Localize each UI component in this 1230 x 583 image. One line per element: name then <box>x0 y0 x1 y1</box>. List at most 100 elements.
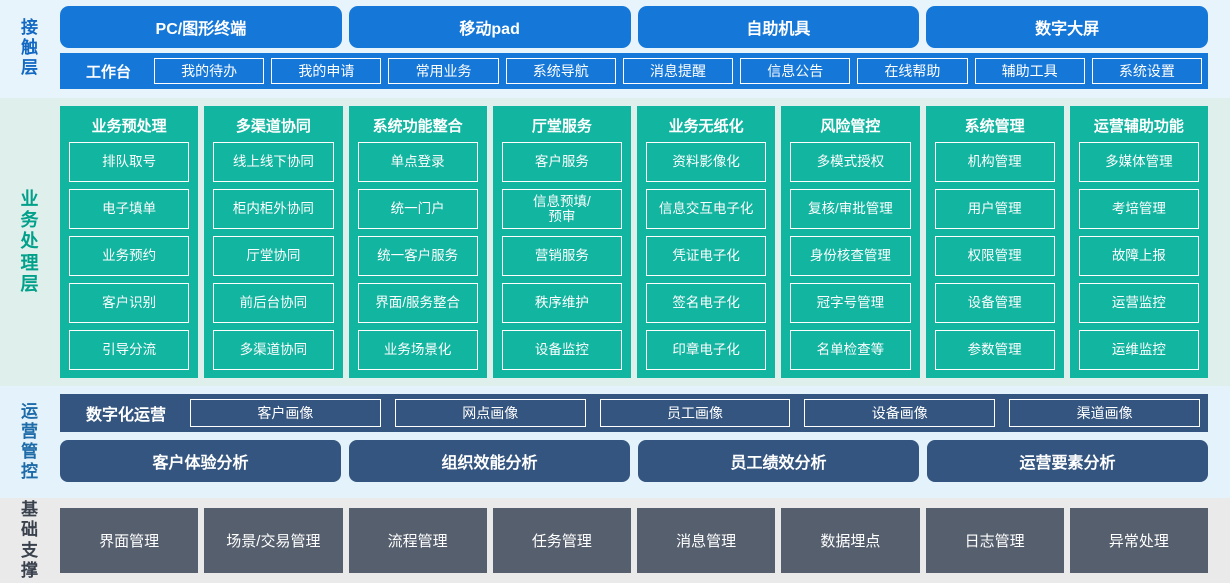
base-item[interactable]: 日志管理 <box>925 508 1064 573</box>
business-item[interactable]: 业务场景化 <box>357 330 478 370</box>
business-item[interactable]: 柜内柜外协同 <box>213 189 334 229</box>
business-item[interactable]: 多模式授权 <box>790 142 911 182</box>
base-item[interactable]: 数据埋点 <box>781 508 920 573</box>
business-item[interactable]: 电子填单 <box>69 189 190 229</box>
business-item[interactable]: 冠字号管理 <box>790 283 911 323</box>
business-item[interactable]: 运维监控 <box>1078 330 1199 370</box>
business-item[interactable]: 故障上报 <box>1078 236 1199 276</box>
business-column: 风险管控 多模式授权 复核/审批管理 身份核查管理 冠字号管理 名单检查等 <box>781 106 920 378</box>
business-item[interactable]: 资料影像化 <box>646 142 767 182</box>
business-column-items: 机构管理 用户管理 权限管理 设备管理 参数管理 <box>934 142 1055 370</box>
terminal-chip[interactable]: 数字大屏 <box>926 6 1208 48</box>
base-item[interactable]: 场景/交易管理 <box>204 508 343 573</box>
business-item[interactable]: 多渠道协同 <box>213 330 334 370</box>
business-column-items: 排队取号 电子填单 业务预约 客户识别 引导分流 <box>69 142 190 370</box>
analysis-chip[interactable]: 运营要素分析 <box>927 440 1208 482</box>
business-item[interactable]: 秩序维护 <box>501 283 622 323</box>
portrait-item[interactable]: 员工画像 <box>599 399 791 427</box>
business-column: 系统功能整合 单点登录 统一门户 统一客户服务 界面/服务整合 业务场景化 <box>348 106 487 378</box>
business-item[interactable]: 名单检查等 <box>790 330 911 370</box>
business-item[interactable]: 印章电子化 <box>646 330 767 370</box>
layer-business-label: 业务处理层 <box>0 106 60 378</box>
layer-operations-label-text: 运营管控 <box>20 401 39 482</box>
layer-operations: 运营管控 数字化运营 客户画像 网点画像 员工画像 设备画像 渠道画像 客户体验… <box>0 386 1230 498</box>
nav-item[interactable]: 系统导航 <box>505 58 616 84</box>
base-item[interactable]: 界面管理 <box>60 508 199 573</box>
business-item[interactable]: 设备管理 <box>934 283 1055 323</box>
business-item[interactable]: 多媒体管理 <box>1078 142 1199 182</box>
business-item[interactable]: 信息交互电子化 <box>646 189 767 229</box>
nav-item[interactable]: 我的待办 <box>154 58 265 84</box>
analysis-chip[interactable]: 客户体验分析 <box>60 440 341 482</box>
business-item[interactable]: 设备监控 <box>501 330 622 370</box>
business-item[interactable]: 身份核查管理 <box>790 236 911 276</box>
business-item[interactable]: 机构管理 <box>934 142 1055 182</box>
business-item[interactable]: 统一门户 <box>357 189 478 229</box>
layer-operations-label: 运营管控 <box>0 394 60 490</box>
base-item[interactable]: 流程管理 <box>348 508 487 573</box>
business-column-title: 多渠道协同 <box>235 118 311 135</box>
layer-touch-label: 接触层 <box>0 6 60 90</box>
nav-item[interactable]: 信息公告 <box>740 58 851 84</box>
business-item[interactable]: 线上线下协同 <box>213 142 334 182</box>
business-item[interactable]: 业务预约 <box>69 236 190 276</box>
business-column-title: 厅堂服务 <box>531 118 592 135</box>
analysis-chip[interactable]: 员工绩效分析 <box>638 440 919 482</box>
business-item[interactable]: 厅堂协同 <box>213 236 334 276</box>
business-item[interactable]: 客户识别 <box>69 283 190 323</box>
business-item[interactable]: 复核/审批管理 <box>790 189 911 229</box>
business-item[interactable]: 用户管理 <box>934 189 1055 229</box>
nav-item[interactable]: 消息提醒 <box>622 58 734 84</box>
business-item[interactable]: 考培管理 <box>1078 189 1199 229</box>
business-item[interactable]: 信息预填/ 预审 <box>501 189 622 229</box>
portrait-item[interactable]: 渠道画像 <box>1009 399 1200 427</box>
business-item[interactable]: 参数管理 <box>934 330 1055 370</box>
terminal-chip-row: PC/图形终端 移动pad 自助机具 数字大屏 <box>60 6 1208 48</box>
business-item[interactable]: 签名电子化 <box>646 283 767 323</box>
analysis-chip-row: 客户体验分析 组织效能分析 员工绩效分析 运营要素分析 <box>60 440 1208 482</box>
business-item[interactable]: 营销服务 <box>501 236 622 276</box>
business-item[interactable]: 前后台协同 <box>213 283 334 323</box>
business-column-items: 多媒体管理 考培管理 故障上报 运营监控 运维监控 <box>1078 142 1199 370</box>
business-column-items: 单点登录 统一门户 统一客户服务 界面/服务整合 业务场景化 <box>357 142 478 370</box>
layer-business-label-text: 业务处理层 <box>20 188 40 294</box>
business-column-title: 业务预处理 <box>91 118 167 135</box>
nav-item[interactable]: 我的申请 <box>271 58 382 84</box>
business-item[interactable]: 权限管理 <box>934 236 1055 276</box>
layer-base-label: 基础支撑 <box>0 500 60 579</box>
base-item[interactable]: 消息管理 <box>637 508 776 573</box>
business-column-title: 运营辅助功能 <box>1093 118 1184 135</box>
business-item[interactable]: 排队取号 <box>69 142 190 182</box>
business-item[interactable]: 统一客户服务 <box>357 236 478 276</box>
business-column: 业务无纸化 资料影像化 信息交互电子化 凭证电子化 签名电子化 印章电子化 <box>637 106 776 378</box>
business-column-items: 多模式授权 复核/审批管理 身份核查管理 冠字号管理 名单检查等 <box>790 142 911 370</box>
workbench-nav-bar: 工作台 我的待办 我的申请 常用业务 系统导航 消息提醒 信息公告 在线帮助 辅… <box>60 53 1208 89</box>
business-item[interactable]: 单点登录 <box>357 142 478 182</box>
business-item[interactable]: 界面/服务整合 <box>357 283 478 323</box>
business-item[interactable]: 客户服务 <box>501 142 622 182</box>
nav-item[interactable]: 辅助工具 <box>974 58 1085 84</box>
nav-item[interactable]: 常用业务 <box>388 58 499 84</box>
business-column: 厅堂服务 客户服务 信息预填/ 预审 营销服务 秩序维护 设备监控 <box>492 106 631 378</box>
terminal-chip[interactable]: 移动pad <box>348 6 631 48</box>
layer-business: 业务处理层 业务预处理 排队取号 电子填单 业务预约 客户识别 引导分流 多渠道… <box>0 98 1230 386</box>
business-column: 多渠道协同 线上线下协同 柜内柜外协同 厅堂协同 前后台协同 多渠道协同 <box>204 106 343 378</box>
nav-item[interactable]: 系统设置 <box>1091 58 1202 84</box>
business-item[interactable]: 运营监控 <box>1078 283 1199 323</box>
nav-item[interactable]: 在线帮助 <box>857 58 968 84</box>
portrait-item[interactable]: 设备画像 <box>804 399 996 427</box>
terminal-chip[interactable]: 自助机具 <box>637 6 920 48</box>
business-item[interactable]: 凭证电子化 <box>646 236 767 276</box>
layer-touch-body: PC/图形终端 移动pad 自助机具 数字大屏 工作台 我的待办 我的申请 常用… <box>60 6 1230 90</box>
terminal-chip[interactable]: PC/图形终端 <box>60 6 342 48</box>
layer-base-body: 界面管理 场景/交易管理 流程管理 任务管理 消息管理 数据埋点 日志管理 异常… <box>60 508 1230 573</box>
layer-business-body: 业务预处理 排队取号 电子填单 业务预约 客户识别 引导分流 多渠道协同 线上线… <box>60 106 1230 378</box>
portrait-item[interactable]: 客户画像 <box>190 399 381 427</box>
base-item[interactable]: 异常处理 <box>1069 508 1208 573</box>
portrait-item[interactable]: 网点画像 <box>394 399 586 427</box>
analysis-chip[interactable]: 组织效能分析 <box>349 440 630 482</box>
business-column-title: 系统管理 <box>964 118 1025 135</box>
base-item[interactable]: 任务管理 <box>492 508 631 573</box>
business-item[interactable]: 引导分流 <box>69 330 190 370</box>
